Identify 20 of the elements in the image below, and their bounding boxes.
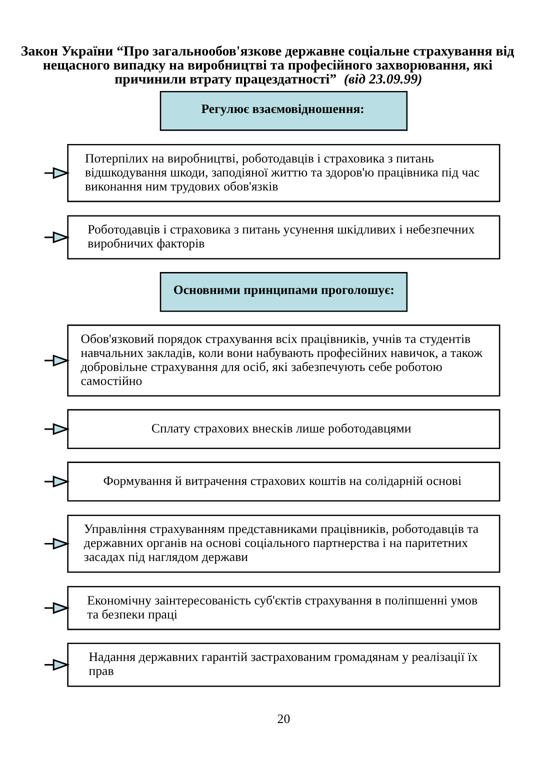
node-box: Сплату страхових внесків лише роботодавцями bbox=[67, 409, 500, 450]
arrow bbox=[44, 167, 70, 179]
label: 20 bbox=[277, 712, 290, 726]
node-box: Основними принципами проголошує: bbox=[160, 272, 408, 312]
node-box: Надання державних гарантій застрахованим громадянам у реалізації їх прав bbox=[67, 642, 500, 687]
arrow bbox=[44, 476, 70, 488]
arrow bbox=[44, 354, 70, 366]
diagram-title: Закон України “Про загальнообов'язкове державне соціальне страхування від нещасного випадку на виробництві та професійного захворювання, які причинили втрату працездатності” (від 23.09.99) bbox=[20, 44, 514, 88]
arrow bbox=[44, 538, 70, 550]
arrow bbox=[44, 231, 70, 244]
node-box: Економічну заінтересованість суб'єктів страхування в поліпшенні умов та безпеки праці bbox=[67, 586, 500, 630]
node-box: Формування й витрачення страхових коштів на солідарній основі bbox=[67, 462, 500, 502]
arrow bbox=[44, 423, 70, 436]
arrow bbox=[44, 658, 70, 671]
arrow bbox=[44, 602, 70, 614]
node-box: Обов'язковий порядок страхування всіх працівників, учнів та студентів навчальних закладів, коли вони набувають професійних навичок, а також добровільне страхування для осіб, які забезпечують себе роботою самостійно bbox=[67, 324, 500, 397]
node-box: Роботодавців і страховика з питань усунення шкідливих і небезпечних виробничих факторів bbox=[67, 215, 500, 260]
node-box: Потерпілих на виробництві, роботодавців і страховика з питань відшкодування шкоди, заподіяної життю та здоров'ю працівника під час виконання ним трудових обов'язків bbox=[67, 144, 500, 202]
node-box: Управління страхуванням представниками працівників, роботодавців та державних органів на основі соціального партнерства і на паритетних засадах під наглядом держави bbox=[67, 514, 500, 573]
node-box: Регулює взаємовідношення: bbox=[160, 91, 408, 131]
